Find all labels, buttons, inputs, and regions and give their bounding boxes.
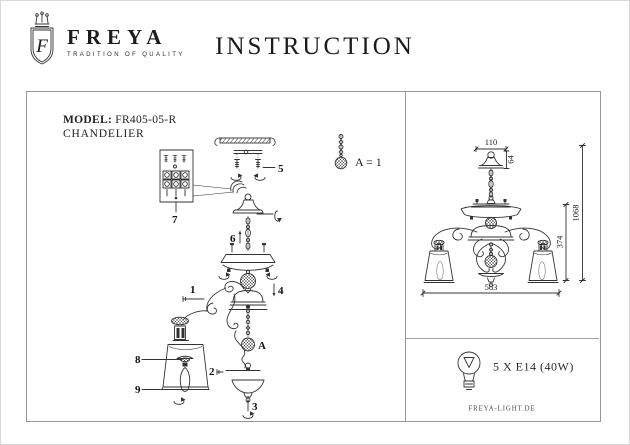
assembly-panel: MODEL: FR405-05-R CHANDELIER — [26, 91, 406, 422]
body-height-dim: 374 — [555, 202, 570, 283]
arm-screw-part1: 1 — [182, 284, 205, 302]
content-panels: MODEL: FR405-05-R CHANDELIER — [26, 91, 601, 422]
bead-pendant-a: A — [241, 308, 266, 352]
hardware-box-part7: 7 — [159, 149, 194, 226]
part-label-1: 1 — [190, 284, 196, 296]
model-value: FR405-05-R — [115, 114, 177, 126]
part-label-7: 7 — [172, 214, 178, 226]
part-label-a: A — [258, 340, 266, 352]
chain-part6: 6 — [230, 216, 251, 251]
model-label: MODEL: — [63, 114, 113, 126]
crystal-ball — [240, 270, 256, 289]
total-height-dim: 1068 — [571, 143, 586, 283]
canopy-dims: 110 64 — [473, 137, 516, 169]
scroll-arm — [182, 281, 246, 369]
screws-part5: 5 — [230, 159, 284, 181]
arm-and-shade — [423, 227, 484, 283]
part-label-3: 3 — [252, 401, 258, 413]
dimensions-panel: 110 64 — [406, 91, 601, 422]
part-label-2: 2 — [209, 366, 215, 378]
body-dome-part4: 4 — [228, 283, 284, 310]
exploded-assembly-diagram: 5 — [135, 134, 382, 419]
model-block: MODEL: FR405-05-R CHANDELIER — [63, 114, 176, 140]
dimension-diagram: 110 64 — [406, 137, 599, 413]
dim-canopy-height: 64 — [506, 155, 516, 164]
logo-letter: F — [35, 36, 48, 57]
dim-canopy-width: 110 — [485, 137, 497, 147]
dim-fixture-width: 583 — [485, 282, 498, 292]
website-text: FREYA-LIGHT.DE — [468, 406, 535, 413]
wire-connector — [192, 180, 247, 197]
freya-crown-shield-icon: F — [30, 11, 54, 65]
pendant-legend: A = 1 — [334, 134, 382, 170]
part-label-9: 9 — [135, 384, 141, 396]
product-type: CHANDELIER — [63, 128, 145, 140]
part-label-6: 6 — [230, 233, 236, 245]
bottom-bowl-parts: 2 3 — [209, 362, 265, 419]
dim-fixture-height: 374 — [555, 235, 565, 249]
width-dim: 583 — [420, 282, 562, 297]
legend-text: A = 1 — [355, 155, 382, 169]
chandelier-body — [460, 168, 522, 241]
brand-text: FREYA TRADITION OF QUALITY — [67, 25, 185, 59]
ceiling-mount — [214, 137, 276, 158]
part-label-4: 4 — [278, 285, 284, 297]
part-label-8: 8 — [135, 354, 141, 366]
brand-logo: F FREYA TRADITION OF QUALITY — [27, 11, 185, 65]
bulb-spec-text: 5 X E14 (40W) — [493, 360, 574, 374]
shade-assembly: 8 9 — [135, 316, 210, 405]
brand-tagline: TRADITION OF QUALITY — [67, 52, 185, 58]
bulb-icon — [457, 351, 481, 390]
central-drop — [476, 242, 506, 288]
page-title: INSTRUCTION — [215, 33, 415, 60]
brand-name: FREYA — [67, 25, 168, 49]
dim-total-height: 1068 — [571, 205, 581, 222]
canopy — [232, 193, 283, 223]
part-label-5: 5 — [278, 163, 284, 175]
bulb-spec-section: 5 X E14 (40W) FREYA-LIGHT.DE — [457, 351, 574, 413]
